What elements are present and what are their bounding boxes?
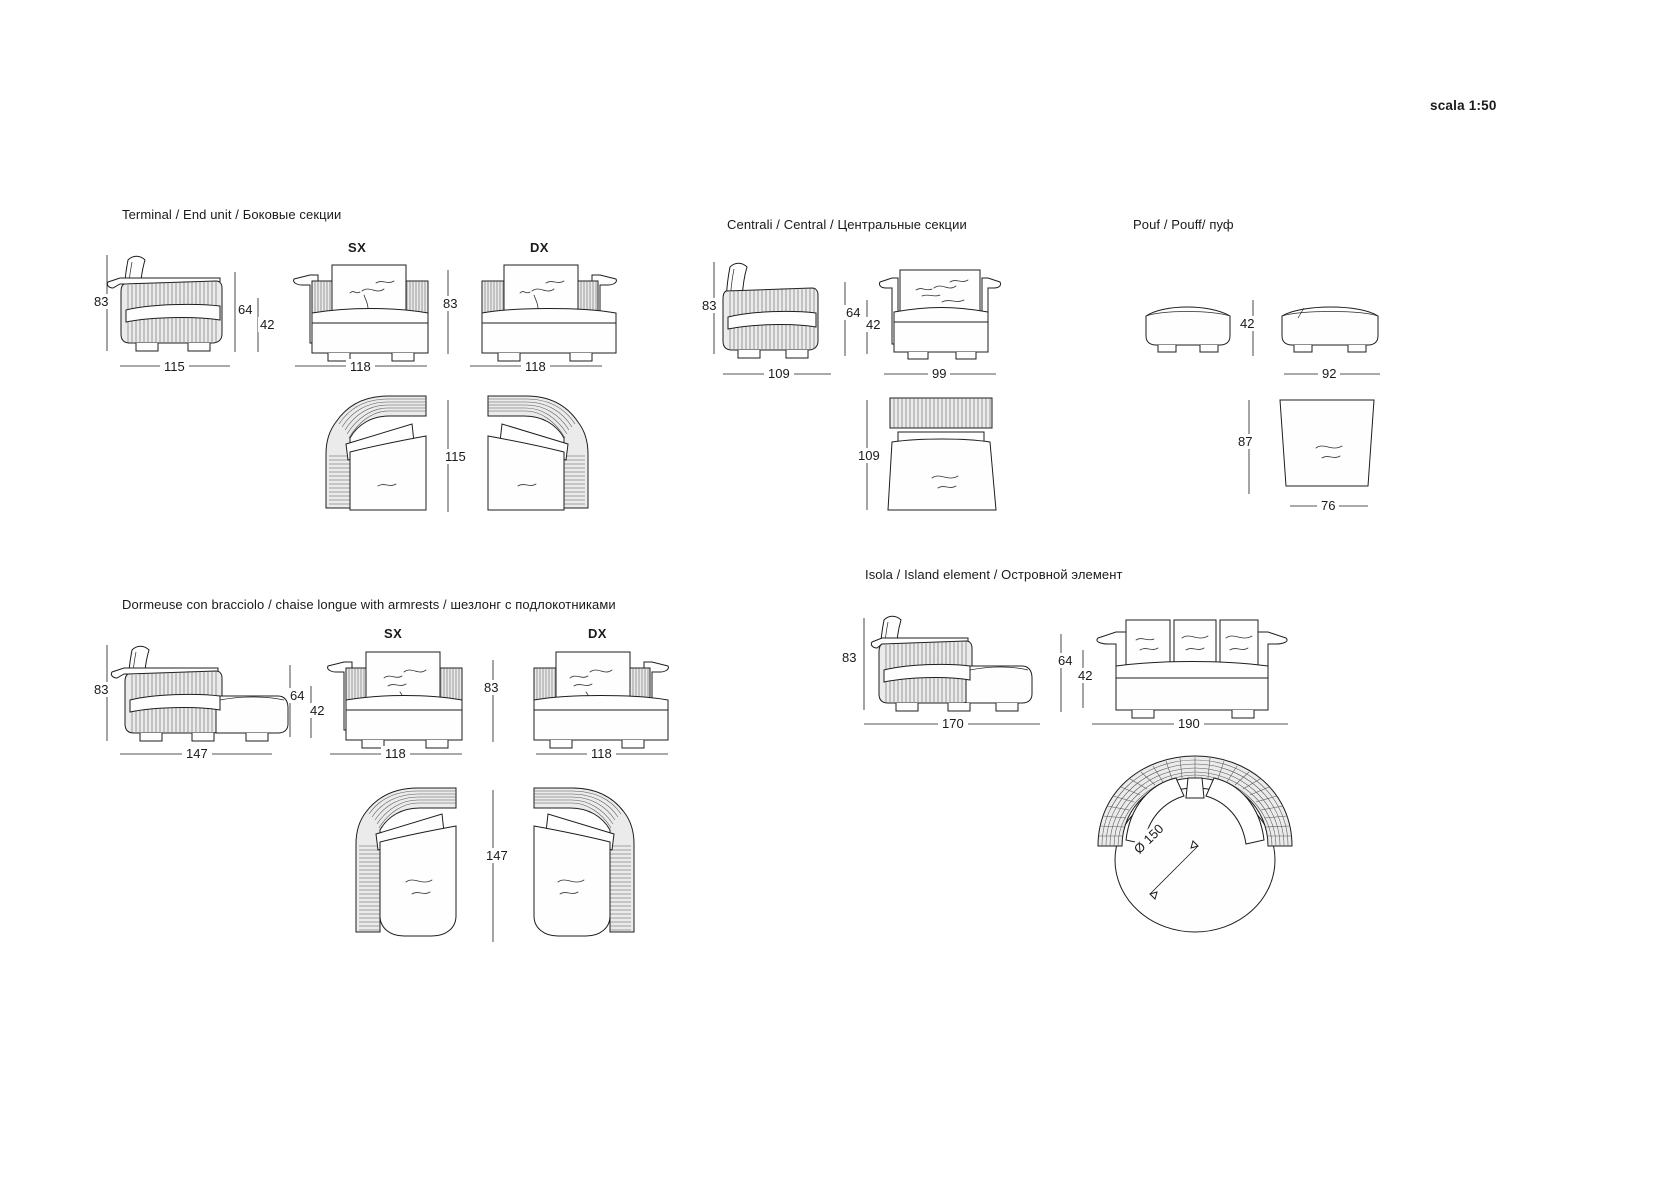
- terminal-plan-dx: [478, 390, 614, 518]
- group-title-isola: Isola / Island element / Островной элеме…: [865, 567, 1123, 582]
- dimension-terminal-seat-height: 42: [258, 317, 277, 332]
- dimension-terminal-plan-depth: 115: [443, 449, 468, 464]
- dormeuse-front-sx-elevation: [322, 642, 468, 754]
- pouf-plan: [1272, 394, 1382, 498]
- dormeuse-side-elevation: [90, 638, 320, 763]
- dimension-terminal-back-height: 64: [236, 302, 255, 317]
- terminal-front-sx-elevation: [288, 255, 434, 367]
- centrali-side-elevation: [700, 255, 870, 375]
- label-dormeuse-sx: SX: [384, 626, 403, 641]
- isola-side-height-dimension: [858, 618, 870, 710]
- dimension-terminal-sx-width: 118: [346, 359, 375, 374]
- dimension-isola-side-height: 83: [840, 650, 859, 665]
- dimension-dormeuse-seat-height: 42: [308, 703, 327, 718]
- dimension-centrali-seat-height: 42: [864, 317, 883, 332]
- scale-note: scala 1:50: [1430, 98, 1497, 113]
- dormeuse-plan-sx: [330, 782, 470, 946]
- dormeuse-dx-height-dimension: [488, 660, 498, 742]
- dimension-centrali-side-width: 109: [764, 366, 794, 381]
- isola-front-elevation: [1092, 606, 1292, 730]
- group-title-pouf: Pouf / Pouff/ пуф: [1133, 217, 1234, 232]
- pouf-side-elevation: [1138, 298, 1238, 356]
- group-title-terminal: Terminal / End unit / Боковые секции: [122, 207, 342, 222]
- centrali-plan: [880, 392, 1002, 516]
- dimension-dormeuse-dx-width: 118: [587, 746, 616, 761]
- dimension-terminal-sx-height: 83: [441, 296, 460, 311]
- label-dormeuse-dx: DX: [588, 626, 607, 641]
- label-terminal-sx: SX: [348, 240, 367, 255]
- dimension-centrali-side-height: 83: [700, 298, 719, 313]
- dimension-isola-back-height: 64: [1056, 653, 1075, 668]
- dimension-pouf-plan-width: 76: [1317, 498, 1340, 513]
- dimension-isola-seat-height: 42: [1076, 668, 1095, 683]
- dimension-dormeuse-plan-depth: 147: [484, 848, 510, 863]
- dimension-dormeuse-side-height: 83: [92, 682, 111, 697]
- terminal-sx-height-dimension: [443, 270, 453, 354]
- dimension-dormeuse-sx-width: 118: [381, 746, 410, 761]
- centrali-front-elevation: [876, 258, 1004, 366]
- dimension-isola-front-width: 190: [1174, 716, 1204, 731]
- dormeuse-plan-depth-dimension: [488, 790, 498, 942]
- dormeuse-plan-dx: [520, 782, 660, 946]
- terminal-side-elevation: [90, 248, 340, 373]
- dimension-isola-side-width: 170: [938, 716, 968, 731]
- dimension-centrali-plan-depth: 109: [856, 448, 882, 463]
- pouf-front-elevation: [1276, 298, 1386, 356]
- dormeuse-front-dx-elevation: [528, 642, 674, 754]
- dimension-dormeuse-back-height: 64: [288, 688, 307, 703]
- terminal-front-dx-elevation: [476, 255, 622, 367]
- label-terminal-dx: DX: [530, 240, 549, 255]
- dimension-terminal-side-width: 115: [160, 359, 189, 374]
- dimension-centrali-back-height: 64: [844, 305, 863, 320]
- dimension-terminal-dx-width: 118: [521, 359, 550, 374]
- isola-back-height-dimension: [1056, 634, 1066, 712]
- dimension-pouf-height: 42: [1238, 316, 1257, 331]
- terminal-back-height-dimension: [230, 272, 240, 352]
- group-title-centrali: Centrali / Central / Центральные секции: [727, 217, 967, 232]
- dimension-dormeuse-dx-height: 83: [482, 680, 501, 695]
- dimension-dormeuse-side-width: 147: [182, 746, 212, 761]
- isola-side-elevation: [848, 608, 1048, 730]
- dimension-pouf-plan-height: 87: [1236, 434, 1255, 449]
- terminal-plan-sx: [300, 390, 436, 518]
- dimension-pouf-width: 92: [1318, 366, 1341, 381]
- group-title-dormeuse: Dormeuse con bracciolo / chaise longue w…: [122, 597, 616, 612]
- dimension-centrali-front-width: 99: [928, 366, 951, 381]
- isola-plan: [1080, 748, 1310, 948]
- dimension-terminal-side-height: 83: [92, 294, 111, 309]
